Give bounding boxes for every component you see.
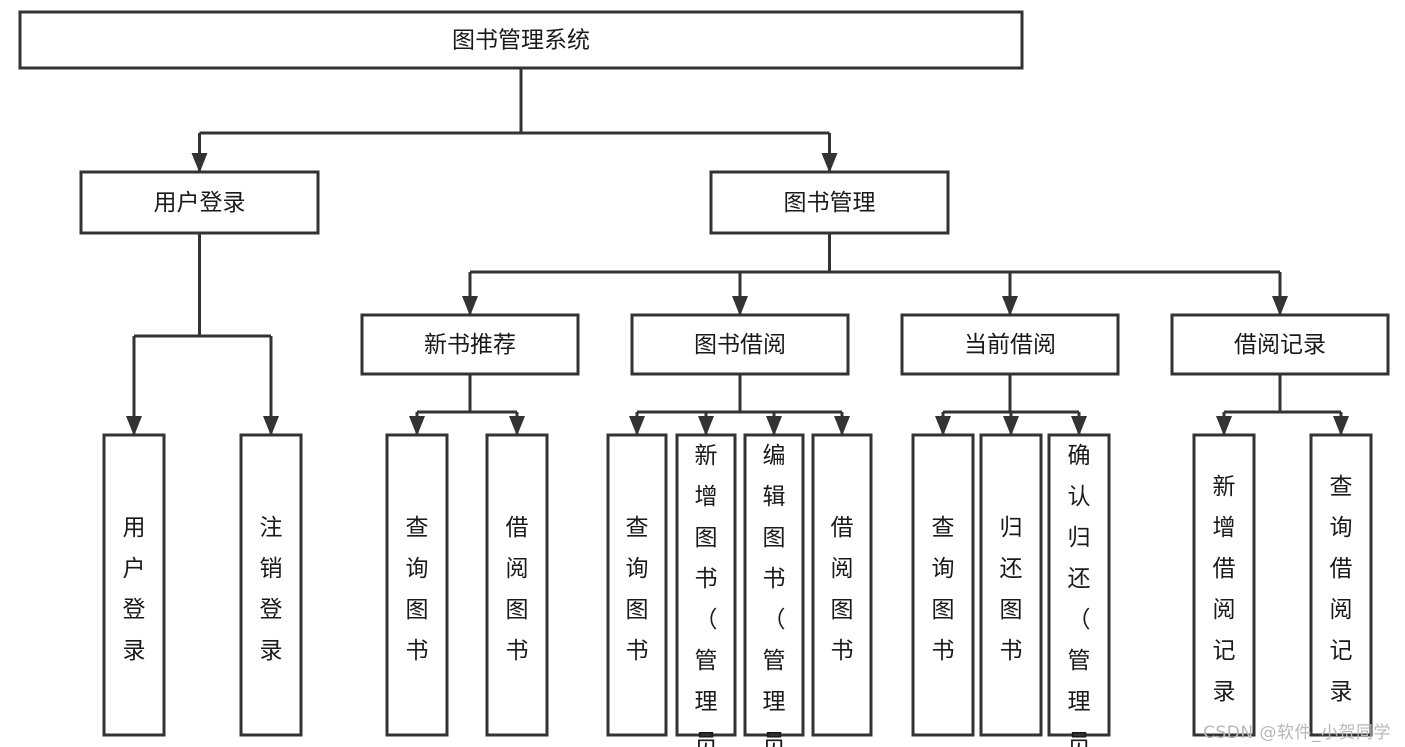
node-label: 注销登录 [260, 515, 283, 664]
node-label: 借阅图书 [831, 515, 854, 664]
node-box[interactable] [743, 433, 805, 737]
arrowhead-icon [766, 416, 782, 436]
node-box[interactable] [979, 433, 1043, 737]
node-box[interactable] [239, 433, 303, 737]
node-label: 查询借阅记录 [1330, 474, 1353, 705]
node-box[interactable] [485, 433, 549, 737]
arrowhead-icon [935, 416, 951, 436]
root-node[interactable]: 图书管理系统 [18, 10, 1024, 70]
node-label: 确认归还（管理员） [1068, 443, 1091, 747]
leaf-node[interactable]: 查询图书 [606, 433, 668, 737]
level3-node[interactable]: 图书借阅 [630, 313, 850, 376]
leaf-node[interactable]: 用户登录 [102, 433, 166, 737]
node-label: 用户登录 [123, 515, 146, 664]
leaf-node[interactable]: 查询借阅记录 [1309, 433, 1373, 737]
node-box[interactable] [811, 433, 873, 737]
node-box[interactable] [1047, 433, 1111, 737]
level3-node[interactable]: 当前借阅 [900, 313, 1120, 376]
node-layer: 图书管理系统用户登录图书管理新书推荐图书借阅当前借阅借阅记录用户登录注销登录查询… [18, 10, 1390, 747]
node-label: 归还图书 [1000, 515, 1023, 664]
arrowhead-icon [263, 416, 279, 436]
arrowhead-icon [629, 416, 645, 436]
node-label: 查询图书 [406, 515, 429, 664]
arrowhead-icon [126, 416, 142, 436]
node-box[interactable] [1309, 433, 1373, 737]
node-label: 新增图书（管理员） [695, 443, 718, 747]
arrowhead-icon [821, 153, 838, 173]
arrowhead-icon [191, 153, 208, 173]
arrowhead-icon [1071, 416, 1087, 436]
node-box[interactable] [360, 313, 580, 376]
arrowhead-icon [732, 296, 748, 316]
node-label: 新增借阅记录 [1213, 474, 1236, 705]
leaf-node[interactable]: 查询图书 [385, 433, 449, 737]
arrowhead-icon [1272, 296, 1288, 316]
node-label: 新书推荐 [424, 332, 516, 358]
node-label: 图书管理系统 [452, 28, 590, 54]
arrowhead-icon [1003, 416, 1019, 436]
node-label: 查询图书 [932, 515, 955, 664]
level2-node[interactable]: 图书管理 [709, 170, 950, 235]
node-label: 查询图书 [626, 515, 649, 664]
arrowhead-icon [1216, 416, 1232, 436]
arrowhead-icon [698, 416, 714, 436]
level3-node[interactable]: 新书推荐 [360, 313, 580, 376]
level3-node[interactable]: 借阅记录 [1170, 313, 1390, 376]
node-box[interactable] [630, 313, 850, 376]
node-box[interactable] [709, 170, 950, 235]
node-label: 借阅图书 [506, 515, 529, 664]
arrowhead-icon [462, 296, 478, 316]
leaf-node[interactable]: 借阅图书 [811, 433, 873, 737]
node-label: 图书管理 [784, 190, 876, 216]
leaf-node[interactable]: 查询图书 [911, 433, 975, 737]
node-box[interactable] [1192, 433, 1256, 737]
arrowhead-icon [509, 416, 525, 436]
level2-node[interactable]: 用户登录 [79, 170, 320, 235]
leaf-node[interactable]: 确认归还（管理员） [1047, 433, 1111, 747]
arrowhead-icon [834, 416, 850, 436]
leaf-node[interactable]: 新增借阅记录 [1192, 433, 1256, 737]
leaf-node[interactable]: 借阅图书 [485, 433, 549, 737]
leaf-node[interactable]: 编辑图书（管理员） [743, 433, 805, 747]
csdn-watermark: CSDN @软件_小贺同学 [1203, 723, 1391, 743]
node-box[interactable] [79, 170, 320, 235]
node-box[interactable] [911, 433, 975, 737]
node-label: 图书借阅 [694, 332, 786, 358]
arrowhead-icon [409, 416, 425, 436]
node-box[interactable] [102, 433, 166, 737]
node-label: 当前借阅 [964, 332, 1056, 358]
node-label: 用户登录 [154, 190, 246, 216]
node-box[interactable] [385, 433, 449, 737]
leaf-node[interactable]: 新增图书（管理员） [675, 433, 737, 747]
node-box[interactable] [900, 313, 1120, 376]
node-label: 编辑图书（管理员） [763, 443, 786, 747]
node-box[interactable] [18, 10, 1024, 70]
node-box[interactable] [606, 433, 668, 737]
node-label: 借阅记录 [1234, 332, 1326, 358]
leaf-node[interactable]: 注销登录 [239, 433, 303, 737]
arrowhead-icon [1002, 296, 1018, 316]
leaf-node[interactable]: 归还图书 [979, 433, 1043, 737]
connector-layer [126, 68, 1349, 436]
node-box[interactable] [675, 433, 737, 737]
node-box[interactable] [1170, 313, 1390, 376]
arrowhead-icon [1333, 416, 1349, 436]
